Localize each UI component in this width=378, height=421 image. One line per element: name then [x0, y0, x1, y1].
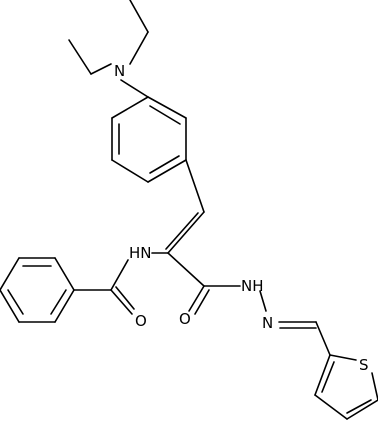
amide-nh-label: HN	[129, 244, 152, 262]
amine-nitrogen-label: N	[114, 62, 125, 80]
hydrazide-group	[167, 252, 331, 356]
phenyl-ring-top	[111, 96, 187, 183]
thiophene-ring	[314, 354, 378, 420]
hydrazide-oxygen-label: O	[179, 310, 191, 328]
diethylamino-group	[68, 0, 149, 98]
imine-nitrogen-label: N	[262, 314, 273, 332]
benzamide-group	[73, 252, 169, 315]
amide-oxygen-label: O	[135, 312, 147, 330]
hydrazide-nh-label: NH	[241, 277, 264, 295]
thiophene-sulfur-label: S	[359, 356, 369, 374]
phenyl-ring-left	[0, 257, 75, 323]
vinyl-linker	[165, 159, 205, 254]
